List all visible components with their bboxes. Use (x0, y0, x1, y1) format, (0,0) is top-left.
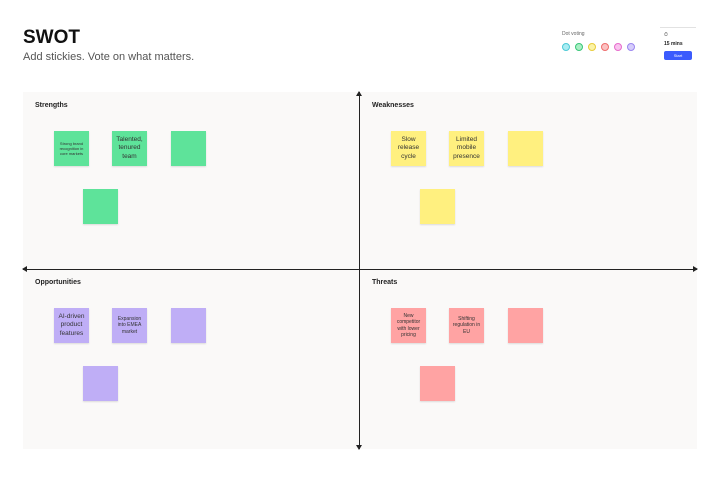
timer-value: 15 mins (664, 41, 683, 47)
vote-dot-purple[interactable] (627, 43, 635, 51)
quadrant-title-opportunities: Opportunities (35, 279, 81, 286)
sticky-note[interactable]: Limited mobile presence (449, 131, 484, 166)
axis-arrow-down-icon (356, 445, 362, 450)
axis-arrow-left-icon (22, 266, 27, 272)
vote-dot-cyan[interactable] (562, 43, 570, 51)
sticky-note[interactable]: New competitor with lower pricing (391, 308, 426, 343)
vote-dot-green[interactable] (575, 43, 583, 51)
sticky-note-empty[interactable] (420, 189, 455, 224)
sticky-note[interactable]: Slow release cycle (391, 131, 426, 166)
timer-icon: ⏱ (664, 32, 668, 38)
timer-panel: ⏱ 15 mins Start (660, 27, 696, 61)
sticky-note-empty[interactable] (508, 308, 543, 343)
axis-arrow-up-icon (356, 91, 362, 96)
dot-voting-label: Dot voting (562, 31, 585, 37)
sticky-note-empty[interactable] (171, 308, 206, 343)
sticky-note[interactable]: Shifting regulation in EU (449, 308, 484, 343)
vote-dot-pink[interactable] (614, 43, 622, 51)
sticky-note[interactable]: Expansion into EMEA market (112, 308, 147, 343)
vertical-axis-line (359, 92, 360, 449)
axis-arrow-right-icon (693, 266, 698, 272)
page-subtitle: Add stickies. Vote on what matters. (23, 51, 195, 63)
horizontal-axis-line (23, 269, 697, 270)
page-title: SWOT (23, 27, 80, 48)
sticky-note-empty[interactable] (420, 366, 455, 401)
quadrant-title-threats: Threats (372, 279, 398, 286)
sticky-note-empty[interactable] (83, 366, 118, 401)
swot-board: Strengths Strong brand recognition in co… (22, 91, 698, 450)
sticky-note-empty[interactable] (508, 131, 543, 166)
start-timer-button[interactable]: Start (664, 51, 692, 60)
quadrant-title-weaknesses: Weaknesses (372, 102, 414, 109)
quadrant-strengths: Strengths Strong brand recognition in co… (23, 92, 360, 269)
quadrant-weaknesses: Weaknesses Slow release cycle Limited mo… (360, 92, 697, 269)
sticky-note[interactable]: AI-driven product features (54, 308, 89, 343)
quadrant-title-strengths: Strengths (35, 102, 68, 109)
sticky-note-empty[interactable] (83, 189, 118, 224)
vote-dot-red[interactable] (601, 43, 609, 51)
vote-dot-yellow[interactable] (588, 43, 596, 51)
vote-dot-row (562, 43, 642, 53)
quadrant-opportunities: Opportunities AI-driven product features… (23, 269, 360, 449)
quadrant-threats: Threats New competitor with lower pricin… (360, 269, 697, 449)
dot-voting-panel: Dot voting (562, 31, 635, 51)
sticky-note[interactable]: Strong brand recognition in core markets (54, 131, 89, 166)
sticky-note[interactable]: Talented, tenured team (112, 131, 147, 166)
sticky-note-empty[interactable] (171, 131, 206, 166)
